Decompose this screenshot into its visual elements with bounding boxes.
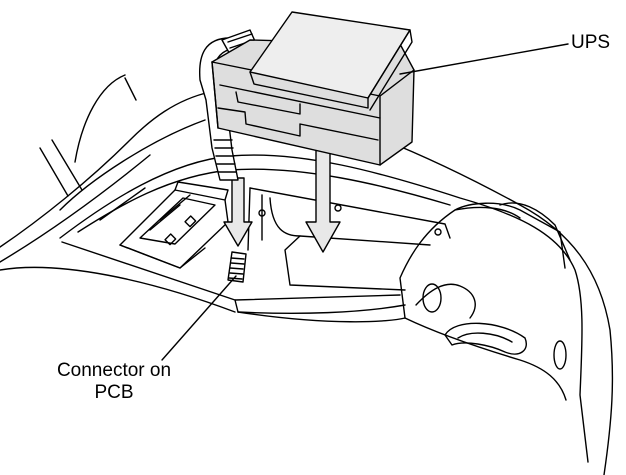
connector-callout-line2: PCB — [94, 382, 134, 403]
connector-callout-line1: Connector on — [56, 360, 172, 381]
callout-leaders — [161, 43, 569, 361]
ups-arrow — [305, 149, 341, 253]
pcb-connector — [227, 251, 247, 283]
connector-callout-label: Connector on PCB — [36, 360, 192, 404]
pcb-card-slot — [119, 181, 229, 269]
cable-arrow — [223, 177, 253, 247]
ups-callout-label: UPS — [571, 32, 611, 53]
ups-module — [211, 11, 415, 166]
connector-leader-line — [161, 275, 237, 361]
ups-leader-line — [399, 43, 569, 75]
device-housing — [0, 74, 614, 475]
install-arrows — [223, 149, 341, 253]
right-battery-block — [399, 202, 571, 401]
